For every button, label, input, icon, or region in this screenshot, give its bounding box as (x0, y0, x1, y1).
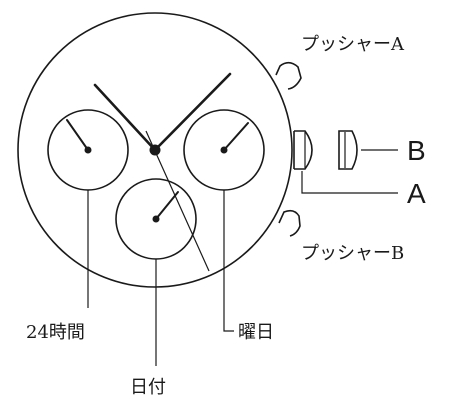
center-pivot (149, 144, 161, 156)
label-dial-24h: 24時間 (26, 322, 85, 343)
subdial-day-hand (223, 122, 249, 151)
subdial-24h-hand (66, 119, 89, 151)
subdial-day-pivot (220, 146, 228, 154)
minute-hand (153, 72, 232, 152)
label-crown-a: A (407, 178, 426, 209)
label-crown-b: B (407, 135, 426, 166)
dial-day-leader (223, 190, 234, 332)
pusher-a-button (275, 61, 302, 90)
label-pusher-b: プッシャーB (301, 243, 404, 264)
crown-position-b (338, 130, 358, 170)
pusher-b-button (278, 209, 301, 237)
crown-position-a (293, 130, 313, 170)
subdial-date-pivot (152, 215, 160, 223)
label-pusher-a: プッシャーA (301, 34, 405, 55)
watch-case (17, 12, 293, 288)
label-dial-date: 日付 (130, 377, 166, 398)
label-dial-day: 曜日 (238, 322, 274, 343)
crown-a-leader-line (301, 171, 398, 194)
hour-hand (93, 83, 157, 152)
subdial-date-hand (155, 191, 179, 220)
subdial-24h-pivot (84, 146, 92, 154)
